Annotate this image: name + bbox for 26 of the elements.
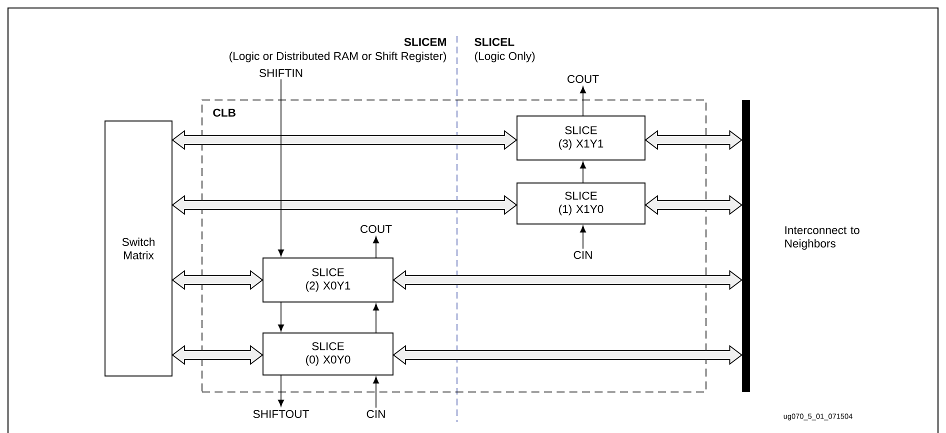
section-heading: SLICEM bbox=[404, 38, 446, 46]
signal-label: CIN bbox=[366, 410, 385, 418]
signal-label: SHIFTIN bbox=[260, 69, 302, 77]
signal-label: COUT bbox=[360, 225, 392, 233]
signal-arrow bbox=[580, 162, 586, 183]
bar-caption: Interconnect to Neighbors bbox=[785, 226, 860, 250]
signal-arrow bbox=[373, 376, 379, 408]
signal-arrow bbox=[580, 86, 586, 116]
signal-arrow bbox=[373, 236, 379, 258]
section-note: (Logic or Distributed RAM or Shift Register) bbox=[230, 52, 446, 62]
switch-box: Switch Matrix bbox=[104, 120, 172, 376]
section-heading: SLICEL bbox=[474, 38, 514, 46]
signal-label: SHIFTOUT bbox=[253, 410, 309, 418]
signal-label: CIN bbox=[574, 251, 592, 259]
section-note: (Logic Only) bbox=[474, 52, 535, 62]
slice-box: SLICE (0) X0Y0 bbox=[262, 332, 394, 376]
slice-box: SLICE (3) X1Y1 bbox=[516, 116, 646, 160]
signal-arrow bbox=[278, 302, 284, 332]
signal-arrow bbox=[373, 304, 379, 333]
signal-label: COUT bbox=[568, 75, 599, 83]
signal-arrow bbox=[278, 375, 284, 407]
box-heading: CLB bbox=[213, 108, 236, 117]
slice-box: SLICE (1) X1Y0 bbox=[516, 182, 646, 224]
signal-arrow bbox=[278, 78, 284, 256]
slice-box: SLICE (2) X0Y1 bbox=[262, 258, 394, 302]
signal-arrow bbox=[580, 226, 586, 250]
